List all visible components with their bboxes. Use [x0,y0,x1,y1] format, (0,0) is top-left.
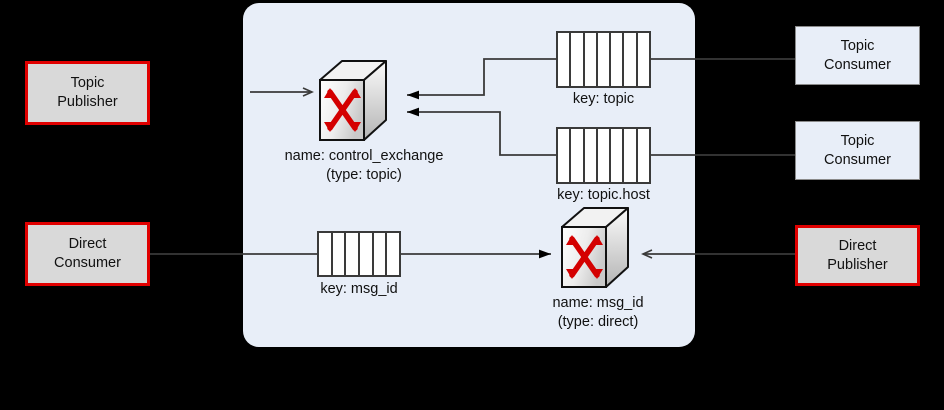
queue-msg-id-caption: key: msg_id [320,281,398,297]
direct-publisher-label-line2: Publisher [827,256,888,273]
queue-cell [598,33,612,86]
topic-consumer-1-label-line1: Topic [840,37,875,54]
topic-consumer-1-box[interactable]: Topic Consumer [795,26,920,85]
direct-consumer-box[interactable]: Direct Consumer [25,222,150,286]
queue-cell [571,33,585,86]
queue-cell [624,33,638,86]
queue-topic-host-caption: key: topic.host [557,187,650,203]
topic-consumer-2-box[interactable]: Topic Consumer [795,121,920,180]
queue-cell [638,33,649,86]
control-exchange-type: (type: topic) [326,166,402,183]
queue-cell [585,129,598,182]
queue-topic-host[interactable] [556,127,651,184]
queue-msg-id[interactable] [317,231,401,277]
queue-topic[interactable] [556,31,651,88]
network-switch-icon[interactable] [556,205,634,293]
msgid-exchange-name: name: msg_id [552,295,644,311]
queue-cell [611,129,625,182]
queue-cell [558,33,572,86]
topic-consumer-2-label-line1: Topic [840,132,875,149]
topic-publisher-box[interactable]: Topic Publisher [25,61,150,125]
network-switch-icon[interactable] [314,58,392,146]
topic-publisher-label-line2: Publisher [57,94,118,110]
queue-cell [585,33,598,86]
topic-consumer-2-label-line2: Consumer [824,151,891,168]
direct-publisher-box[interactable]: Direct Publisher [795,225,920,286]
queue-cell [387,233,399,275]
queue-cell [571,129,585,182]
queue-cell [374,233,388,275]
msgid-exchange-caption: name: msg_id (type: direct) [487,294,709,332]
queue-cell [360,233,374,275]
queue-cell [611,33,625,86]
control-exchange-name: name: control_exchange [284,148,444,164]
direct-publisher-label-line1: Direct [838,237,877,254]
topic-publisher-label-line1: Topic [70,75,105,92]
queue-cell [638,129,649,182]
queue-cell [319,233,333,275]
queue-cell [598,129,612,182]
queue-cell [333,233,347,275]
topic-consumer-1-label-line2: Consumer [824,56,891,73]
direct-consumer-label-line1: Direct [68,236,107,253]
queue-cell [346,233,361,275]
queue-cell [624,129,638,182]
direct-consumer-label-line2: Consumer [54,255,121,271]
control-exchange-caption: name: control_exchange (type: topic) [244,147,484,185]
queue-cell [558,129,572,182]
msgid-exchange-type: (type: direct) [557,313,639,330]
queue-topic-caption: key: topic [572,91,635,107]
